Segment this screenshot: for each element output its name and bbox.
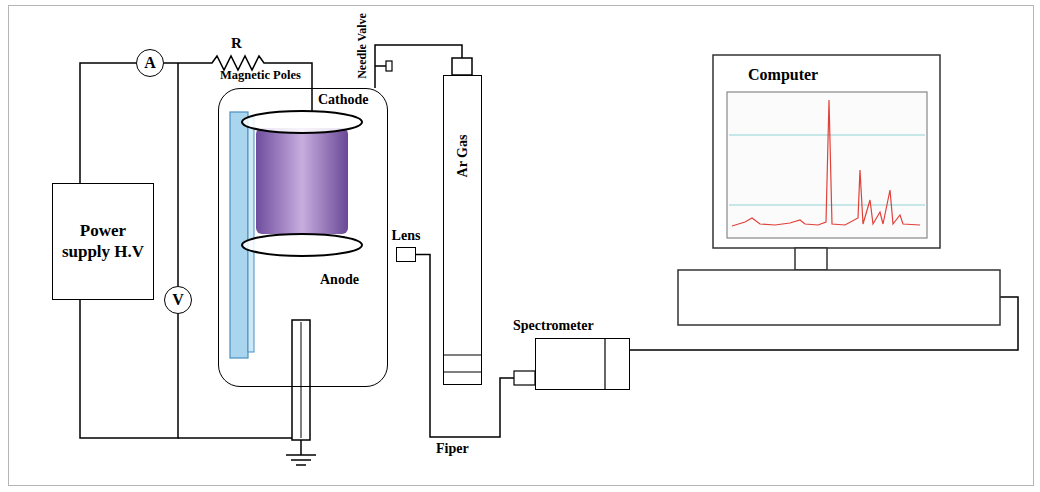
node-label: V xyxy=(172,290,184,309)
node-label: Spectrometer xyxy=(513,318,594,335)
monitor-stand xyxy=(795,248,827,270)
ground-symbol xyxy=(300,440,302,455)
spectrometer-panel xyxy=(604,338,605,390)
ground-symbol xyxy=(291,459,311,461)
outer-frame xyxy=(9,6,1034,486)
ground-symbol xyxy=(296,464,306,466)
wire-line xyxy=(80,63,136,183)
valve-label: Needle Valve xyxy=(355,13,369,79)
discharge-chamber: Magnetic PolesCathodeAnode xyxy=(218,88,388,387)
anode-rod xyxy=(292,320,310,440)
magnetic-pole-edge xyxy=(248,118,254,352)
gas-cylinder-band xyxy=(443,371,482,372)
spectrometer-body xyxy=(535,338,630,390)
fiber-port xyxy=(514,371,535,385)
wire-connector xyxy=(80,63,136,183)
power-supply-box: Power supply H.V xyxy=(52,183,154,300)
voltmeter-symbol: V xyxy=(164,286,192,314)
node-label: Ar Gas xyxy=(454,135,471,178)
spectrum-plot xyxy=(732,100,920,226)
node-label: Cathode xyxy=(318,92,369,109)
wire-line xyxy=(80,300,178,438)
plasma-glow xyxy=(256,128,348,234)
ground-wire xyxy=(178,437,301,439)
computer-base xyxy=(678,270,1000,325)
gas-cylinder: Ar Gas xyxy=(443,75,482,385)
monitor-screen xyxy=(727,92,927,238)
node-label: Magnetic Poles xyxy=(220,68,301,83)
resistor-symbol xyxy=(204,56,270,70)
needle-valve-stem xyxy=(375,65,387,67)
monitor-frame xyxy=(713,55,940,248)
computer: Computer xyxy=(678,55,1000,325)
gas-cylinder-band xyxy=(443,354,482,355)
gas-cylinder-cap xyxy=(452,58,472,75)
node-label: Computer xyxy=(748,65,818,84)
node-label: Power supply H.V xyxy=(53,221,153,262)
resistor-label: R xyxy=(231,34,242,52)
anode-rod-core xyxy=(301,322,302,438)
cathode-ring xyxy=(242,111,362,133)
gas-cylinder-body xyxy=(443,75,482,385)
spectrometer-box: Spectrometer xyxy=(535,338,630,390)
node-label: Lens xyxy=(392,228,421,245)
cathode-wire xyxy=(311,88,313,111)
wire-connector xyxy=(80,300,178,438)
anode-ring xyxy=(242,234,362,256)
voltmeter-wire xyxy=(177,63,179,286)
screen-gridline xyxy=(729,135,925,136)
lens-symbol: Lens xyxy=(396,247,416,262)
node-label: A xyxy=(144,53,156,72)
edge-label: Fiper xyxy=(434,441,471,458)
ground-symbol xyxy=(286,454,316,456)
ammeter-symbol: A xyxy=(136,49,164,77)
needle-valve-knob xyxy=(386,61,392,71)
node-label: Anode xyxy=(320,272,359,289)
magnetic-pole xyxy=(230,112,248,358)
